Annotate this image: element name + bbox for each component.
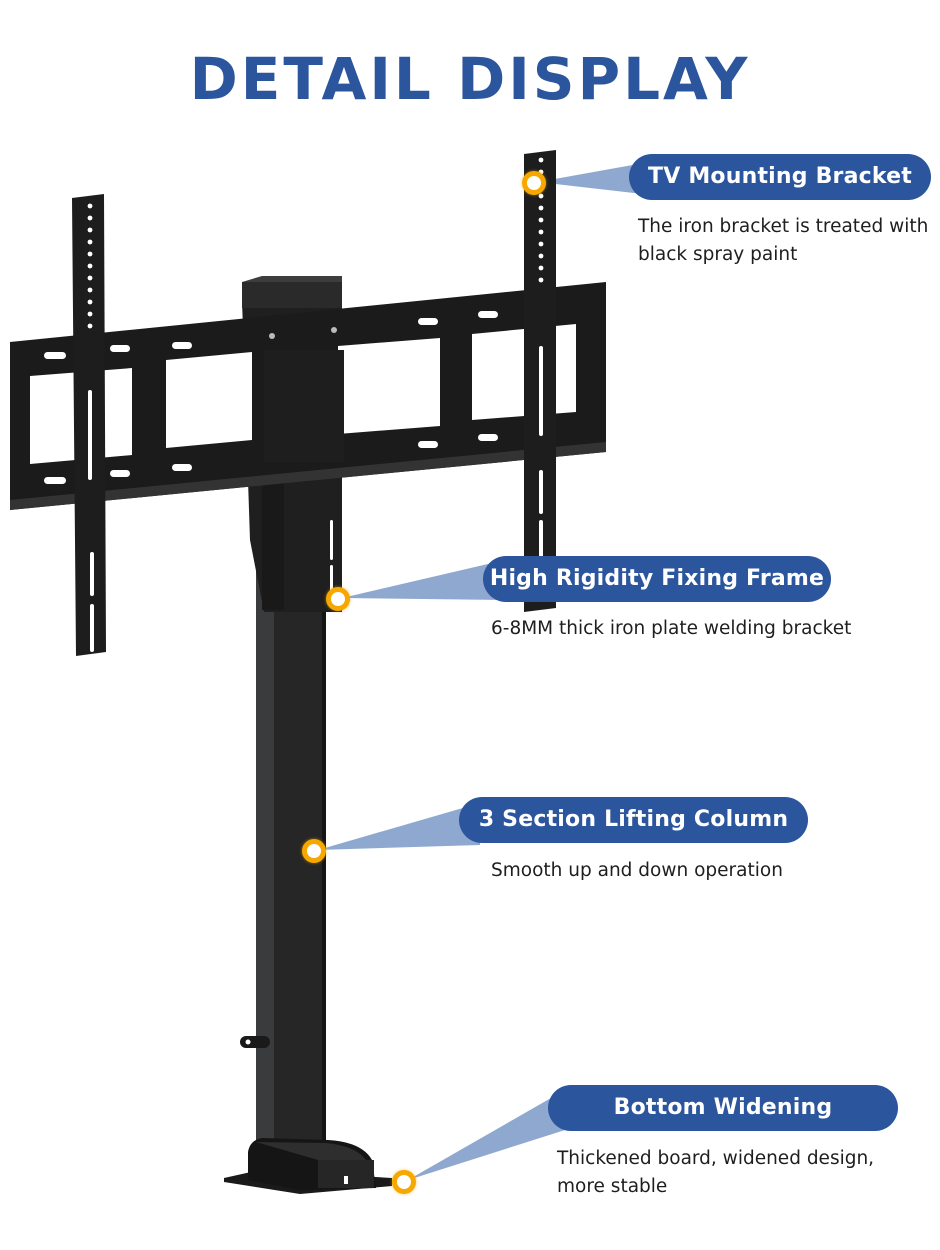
widened-base (224, 1138, 392, 1194)
right-vertical-rail (524, 150, 556, 612)
desc-bottom-widening: Thickened board, widened design, more st… (557, 1148, 875, 1197)
desc-lifting-column: Smooth up and down operation (491, 860, 783, 881)
label-bottom-widening: Bottom Widening (548, 1085, 898, 1131)
hotspot-bottom-widening[interactable] (392, 1170, 416, 1194)
hotspot-lifting-column[interactable] (302, 839, 326, 863)
hotspot-tv-mounting-bracket[interactable] (522, 171, 546, 195)
desc-high-rigidity-fixing-frame: 6-8MM thick iron plate welding bracket (491, 618, 852, 639)
label-high-rigidity-fixing-frame: High Rigidity Fixing Frame (483, 556, 831, 602)
hotspot-high-rigidity-fixing-frame[interactable] (326, 587, 350, 611)
label-tv-mounting-bracket: TV Mounting Bracket (629, 154, 931, 200)
page-title: DETAIL DISPLAY (189, 45, 751, 113)
desc-tv-mounting-bracket: The iron bracket is treated with black s… (638, 216, 929, 265)
label-lifting-column: 3 Section Lifting Column (459, 797, 808, 843)
cable-clip (240, 1036, 270, 1048)
left-vertical-rail (72, 194, 106, 656)
callout-wedges (318, 160, 660, 1180)
horizontal-wall-plate (10, 282, 606, 510)
